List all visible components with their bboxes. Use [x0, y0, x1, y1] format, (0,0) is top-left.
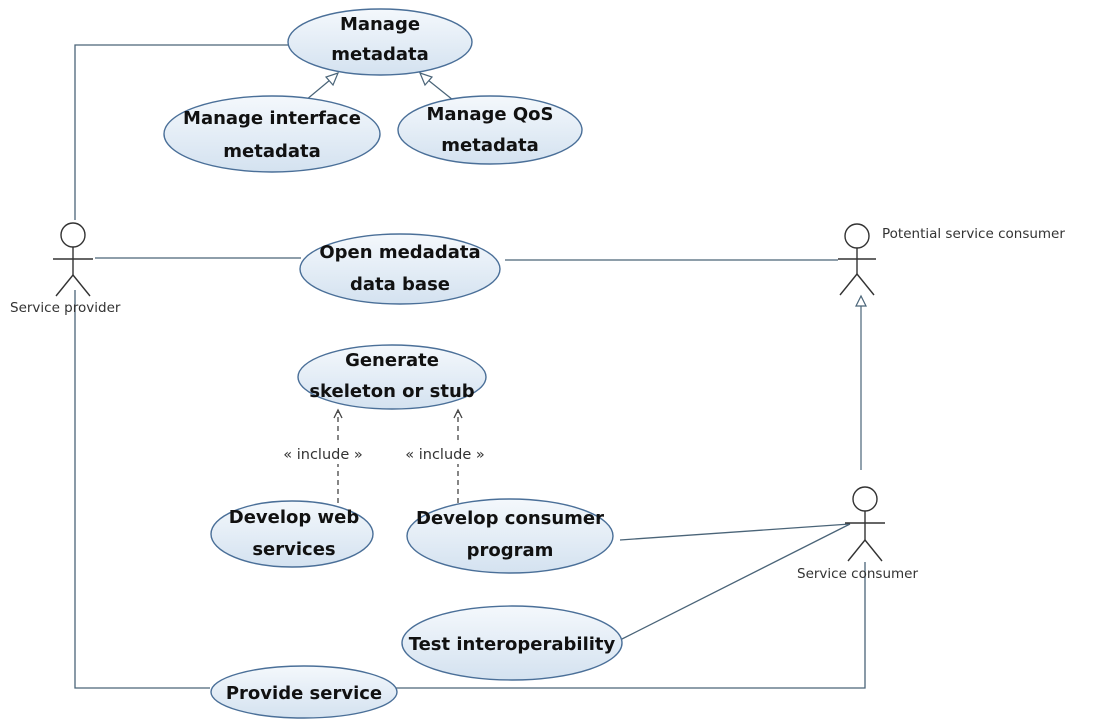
use-case-label: Generate [345, 350, 439, 371]
assoc-provider-manage-metadata [74, 44, 290, 220]
assoc-test-interop-consumer [619, 523, 851, 641]
use-case-label: Provide service [226, 683, 382, 704]
actor-service-consumer: Service consumer [797, 486, 918, 582]
actor-label-service-consumer: Service consumer [797, 566, 918, 582]
use-case-label: Open medadata [319, 242, 480, 263]
use-case-label: Develop web [229, 507, 360, 528]
actor-service-provider: Service provider [10, 222, 121, 316]
actor-figure-icon [53, 222, 93, 297]
associations [74, 44, 866, 689]
use-case-manage-qos-metadata: Manage QoS metadata [397, 95, 583, 165]
use-case-label: skeleton or stub [309, 381, 474, 402]
use-case-test-interoperability: Test interoperability [401, 605, 623, 681]
use-case-label: Manage QoS [426, 104, 553, 125]
gen-arrowhead-consumer [855, 294, 867, 307]
use-case-label: metadata [331, 44, 429, 65]
assoc-provider-provide-service [74, 290, 210, 689]
include-arrowhead-web-services [333, 408, 343, 419]
use-case-develop-consumer-program: Develop consumer program [406, 498, 614, 574]
use-case-manage-metadata: Manage metadata [287, 8, 473, 76]
use-case-label: metadata [223, 141, 321, 162]
actor-label-potential-service-consumer: Potential service consumer [882, 226, 1065, 242]
use-case-label: program [467, 540, 554, 561]
actor-figure-icon [845, 486, 885, 562]
gen-arrowhead-qos [418, 72, 434, 87]
assoc-provide-service-consumer [390, 562, 866, 689]
use-case-label: services [252, 539, 335, 560]
actor-label-service-provider: Service provider [10, 300, 121, 316]
include-stereotype-right: « include » [405, 447, 485, 463]
gen-qos-to-metadata [427, 79, 454, 101]
use-case-open-metadata-database: Open medadata data base [299, 233, 501, 305]
use-case-provide-service: Provide service [210, 665, 398, 719]
include-arrowhead-consumer-program [453, 408, 463, 419]
include-stereotype-left: « include » [283, 447, 363, 463]
gen-arrowhead-interface [324, 72, 340, 87]
assoc-develop-consumer-consumer [619, 523, 851, 541]
use-case-develop-web-services: Develop web services [210, 500, 374, 568]
use-case-manage-interface-metadata: Manage interface metadata [163, 95, 381, 173]
gen-interface-to-metadata [305, 79, 331, 101]
actor-potential-service-consumer: Potential service consumer [838, 223, 1065, 296]
use-case-label: Manage interface [183, 108, 361, 129]
use-case-label: Test interoperability [409, 634, 616, 655]
generalizations [305, 72, 867, 470]
use-case-label: Manage [340, 14, 420, 35]
include-dependencies: « include » « include » [272, 408, 498, 503]
use-case-label: metadata [441, 135, 539, 156]
use-case-label: Develop consumer [416, 508, 604, 529]
actor-figure-icon [838, 223, 876, 296]
use-case-label: data base [350, 274, 450, 295]
use-case-generate-skeleton: Generate skeleton or stub [297, 344, 487, 410]
